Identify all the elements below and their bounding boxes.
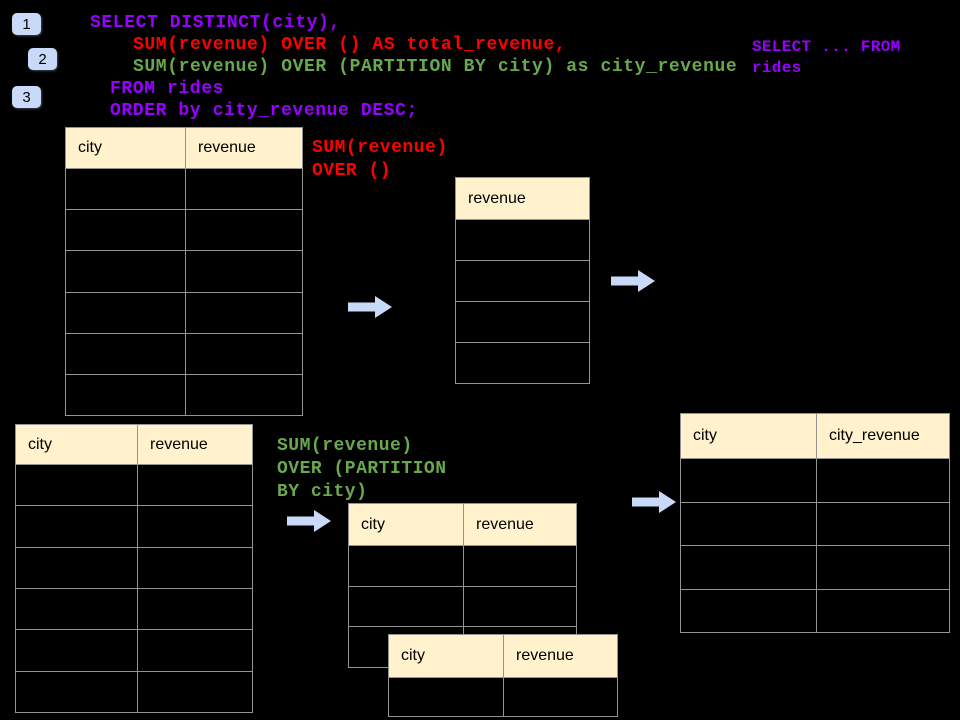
flow-arrow-right-icon xyxy=(287,509,332,533)
table-source-bottom: city revenue xyxy=(15,424,253,713)
sql-line-order: ORDER by city_revenue DESC; xyxy=(110,101,418,121)
table-source-top-header: city revenue xyxy=(66,128,302,169)
column-header-revenue: revenue xyxy=(476,515,534,533)
table-row xyxy=(456,302,589,343)
table-row xyxy=(66,210,302,252)
sql-line-select: SELECT DISTINCT(city), xyxy=(90,13,341,33)
table-row xyxy=(16,671,252,712)
annotation-partition-line-3: BY city) xyxy=(277,482,368,502)
table-row xyxy=(681,459,949,503)
column-header-city-revenue: city_revenue xyxy=(829,427,920,444)
table-row xyxy=(16,506,252,548)
table-row xyxy=(16,547,252,589)
table-row xyxy=(681,589,949,632)
table-row xyxy=(66,333,302,375)
table-total-result: revenue xyxy=(455,177,590,384)
column-header-city: city xyxy=(16,425,138,464)
column-header-revenue: revenue xyxy=(150,435,208,453)
table-row xyxy=(681,502,949,546)
sql-line-from: FROM rides xyxy=(110,79,225,99)
sql-line-sum-total: SUM(revenue) OVER () AS total_revenue, xyxy=(133,35,567,55)
annotation-total-line-2: OVER () xyxy=(312,161,392,181)
column-header-revenue: revenue xyxy=(198,139,256,156)
table-row xyxy=(16,465,252,507)
flow-arrow-right-icon xyxy=(348,295,393,319)
column-header-revenue: revenue xyxy=(468,189,526,207)
column-header-city: city xyxy=(681,414,817,458)
table-row xyxy=(681,546,949,590)
table-source-bottom-header: city revenue xyxy=(16,425,252,465)
side-note-line-1: SELECT ... FROM xyxy=(752,38,901,56)
table-row xyxy=(389,678,617,716)
step-badge-1-label: 1 xyxy=(22,15,31,33)
flow-arrow-right-icon xyxy=(611,269,656,293)
table-partition-step-header: city revenue xyxy=(349,504,576,546)
table-partition-overlay: city revenue xyxy=(388,634,618,717)
table-row xyxy=(16,630,252,672)
table-row xyxy=(456,343,589,383)
column-header-city: city xyxy=(66,128,186,168)
table-row xyxy=(349,586,576,628)
table-row xyxy=(66,169,302,211)
table-row xyxy=(66,374,302,416)
side-note-line-2: rides xyxy=(752,59,802,77)
annotation-partition-line-1: SUM(revenue) xyxy=(277,436,413,456)
table-row xyxy=(66,292,302,334)
table-row xyxy=(66,251,302,293)
table-row xyxy=(16,588,252,631)
step-badge-2-label: 2 xyxy=(38,50,47,68)
step-badge-1: 1 xyxy=(12,13,41,35)
table-final-result: city city_revenue xyxy=(680,413,950,633)
table-source-top: city revenue xyxy=(65,127,303,416)
annotation-partition-line-2: OVER (PARTITION xyxy=(277,459,447,479)
step-badge-3-label: 3 xyxy=(22,88,31,106)
table-partition-step: city revenue xyxy=(348,503,577,668)
flow-arrow-right-icon xyxy=(632,490,677,514)
step-badge-2: 2 xyxy=(28,48,57,70)
sql-line-sum-partition: SUM(revenue) OVER (PARTITION BY city) as… xyxy=(133,57,738,77)
column-header-revenue: revenue xyxy=(516,647,574,664)
table-final-result-header: city city_revenue xyxy=(681,414,949,459)
table-total-result-header: revenue xyxy=(456,178,589,220)
table-row xyxy=(456,220,589,261)
annotation-total-line-1: SUM(revenue) xyxy=(312,138,448,158)
column-header-city: city xyxy=(349,504,464,545)
column-header-city: city xyxy=(389,635,504,677)
table-row xyxy=(349,546,576,587)
table-partition-overlay-header: city revenue xyxy=(389,635,617,678)
table-row xyxy=(456,261,589,302)
step-badge-3: 3 xyxy=(12,86,41,108)
